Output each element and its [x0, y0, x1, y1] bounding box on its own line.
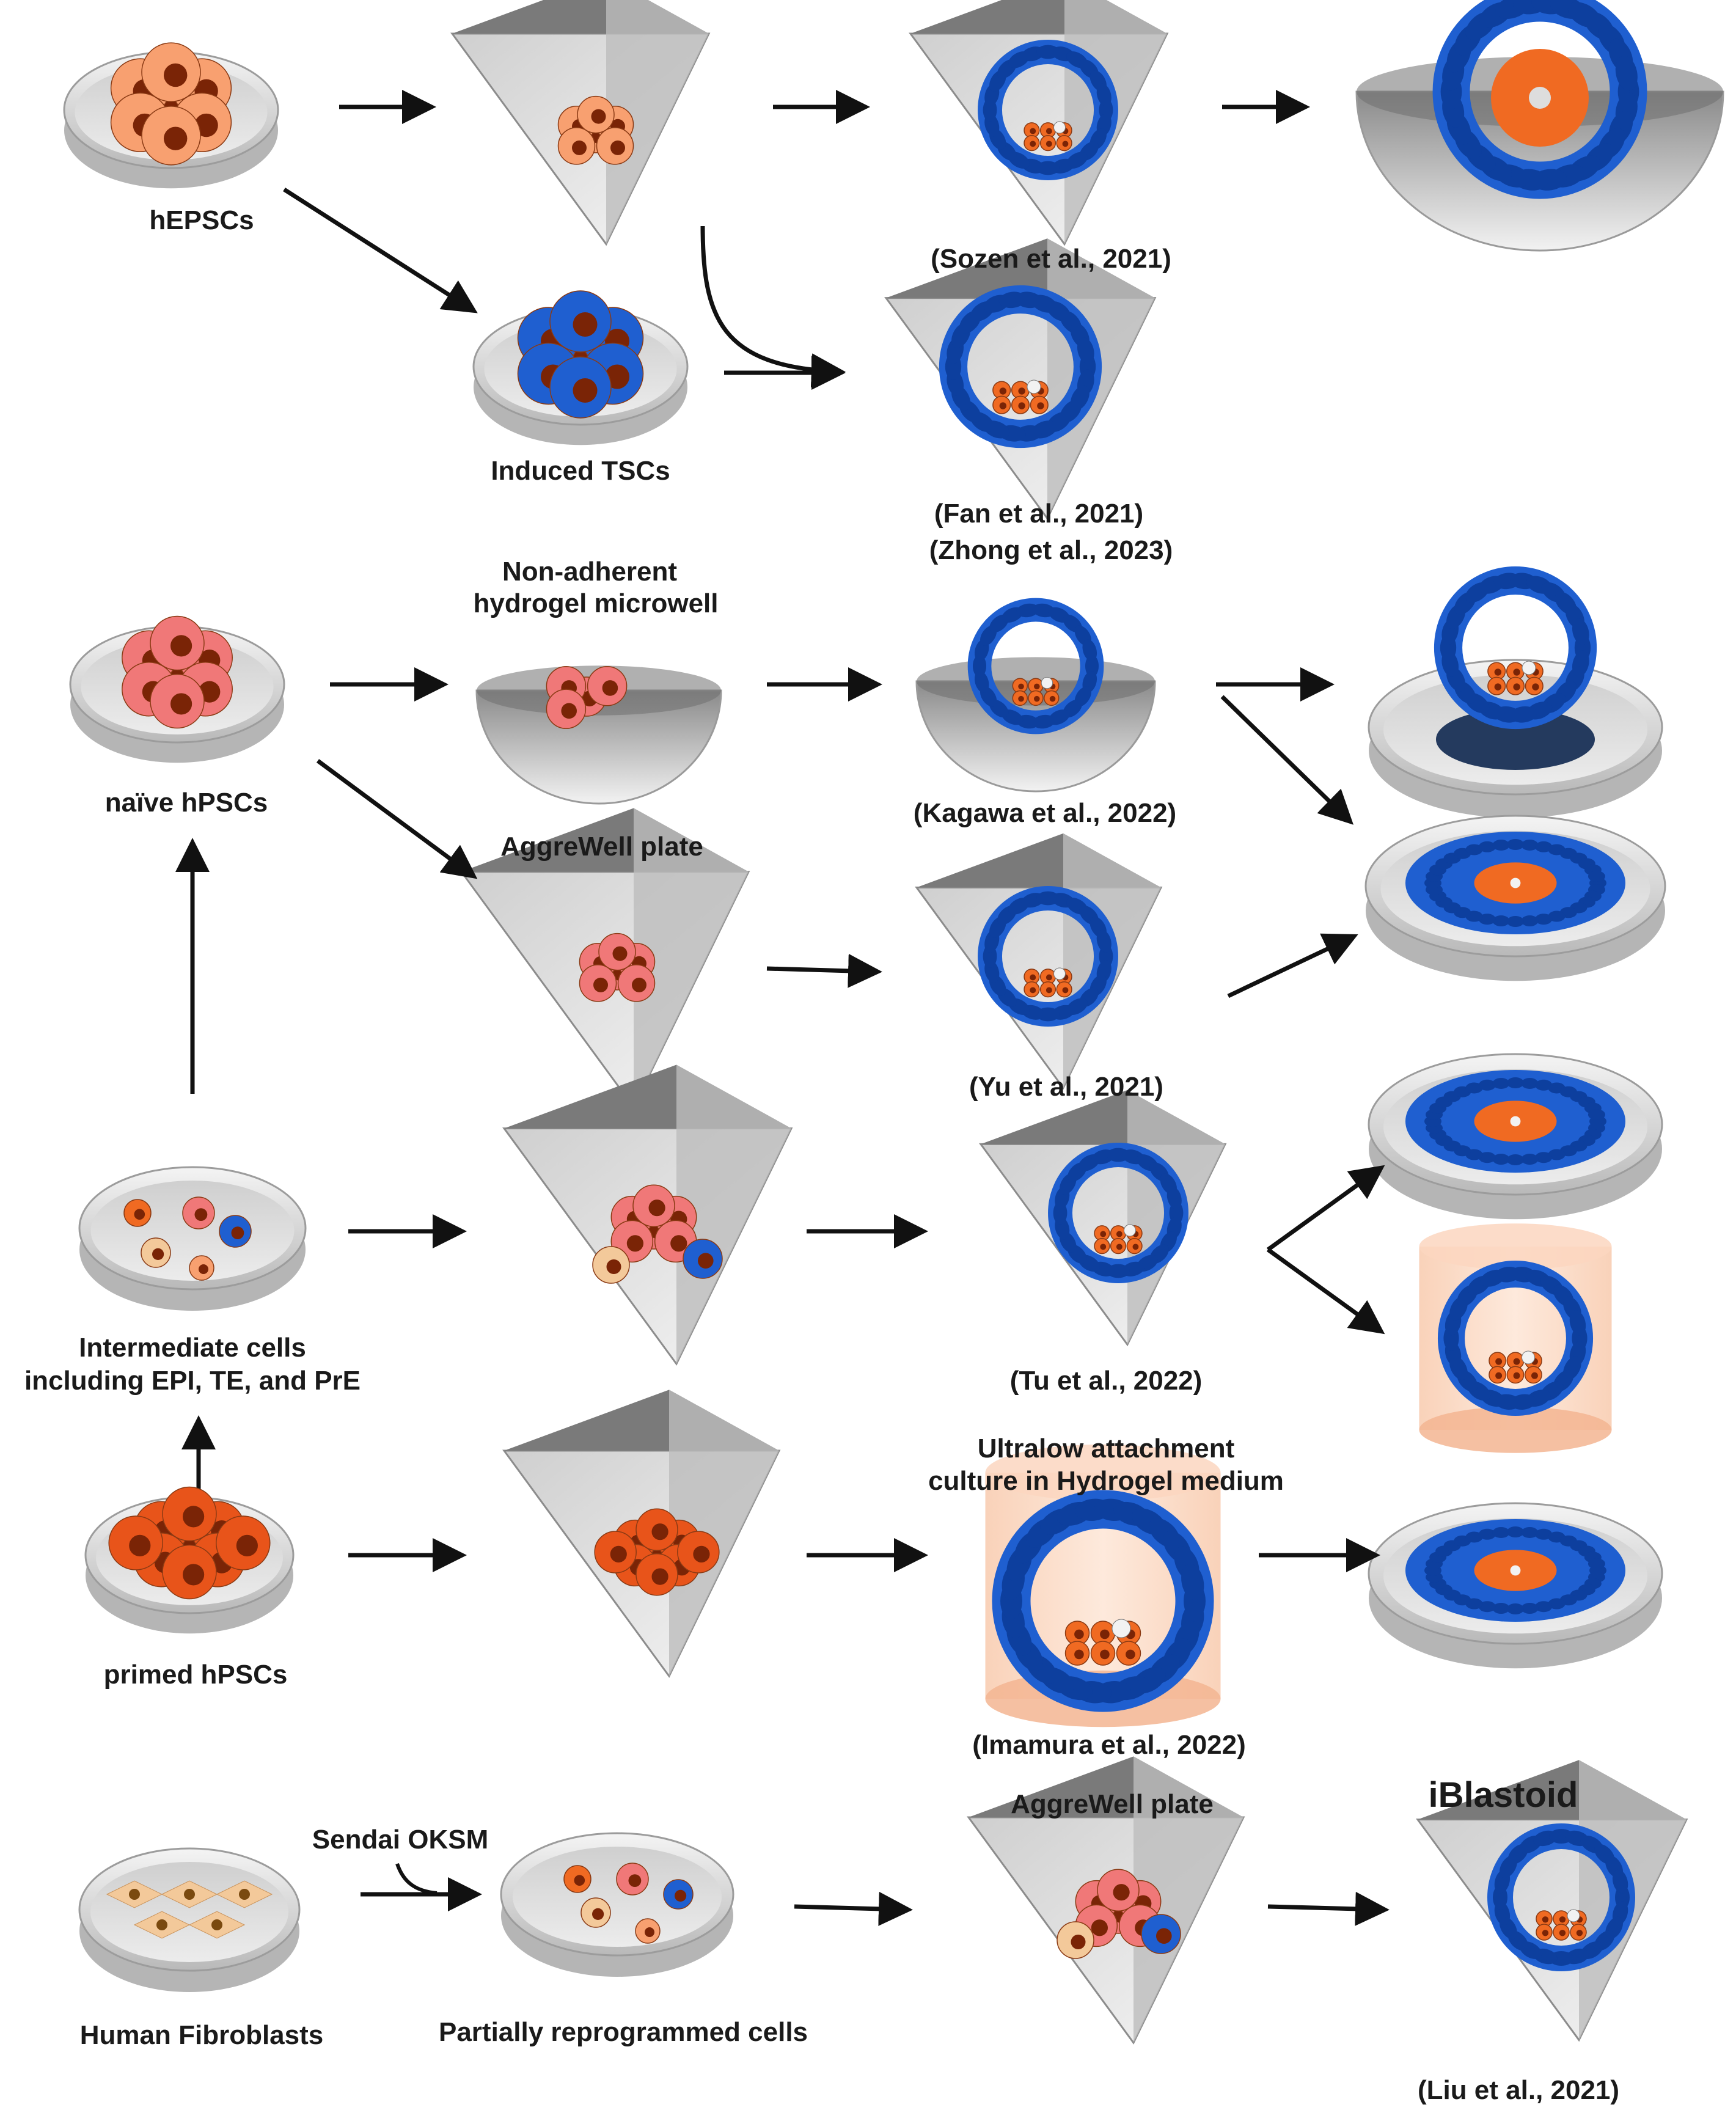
label-ultralow-line2: culture in Hydrogel medium: [928, 1466, 1284, 1496]
pyramid-microwell-icon: [1416, 1760, 1688, 2042]
label-induced-tscs: Induced TSCs: [491, 456, 670, 486]
citation-tu: (Tu et al., 2022): [1009, 1366, 1203, 1396]
label-ultralow-line1: Ultralow attachment: [977, 1434, 1235, 1463]
culture-dish-icon: [500, 1832, 734, 1977]
citation-fan: (Fan et al., 2021): [934, 499, 1144, 529]
blastoid-icon: [1432, 0, 1647, 199]
pyramid-microwell-icon: [884, 238, 1157, 521]
culture-dish-icon: [1364, 815, 1666, 981]
culture-dish-icon: [84, 1486, 295, 1634]
hydrogel-cylinder-icon: [1419, 1223, 1612, 1453]
pyramid-microwell-icon: [460, 808, 750, 1109]
citation-zhong: (Zhong et al., 2023): [929, 535, 1173, 565]
label-sendai-oksm: Sendai OKSM: [312, 1825, 489, 1855]
culture-dish-icon: [78, 1847, 301, 1992]
label-aggrewell-2: AggreWell plate: [1011, 1789, 1214, 1819]
arrow-icon: [316, 759, 478, 879]
label-hepscs: hEPSCs: [149, 205, 254, 235]
citation-imamura: (Imamura et al., 2022): [972, 1730, 1246, 1760]
culture-dish-icon: [69, 615, 285, 763]
label-intermediate-line1: Intermediate cells: [79, 1333, 306, 1363]
arrow-icon: [1266, 1248, 1385, 1335]
arrow-icon: [283, 188, 478, 313]
round-microwell-icon: [915, 598, 1156, 793]
culture-dish-icon: [1368, 1502, 1663, 1669]
label-intermediate-line2: including EPI, TE, and PrE: [24, 1366, 361, 1396]
citation-kagawa: (Kagawa et al., 2022): [913, 798, 1177, 828]
culture-dish-icon: [78, 1166, 307, 1311]
culture-dish-icon: [63, 42, 279, 189]
pyramid-microwell-icon: [502, 1390, 781, 1678]
arrow-icon: [766, 953, 882, 988]
arrow-icon: [395, 1863, 438, 1895]
citation-sozen: (Sozen et al., 2021): [931, 244, 1171, 274]
label-nonadherent-line2: hydrogel microwell: [473, 588, 719, 618]
culture-dish-icon: [1368, 1053, 1663, 1220]
pyramid-microwell-icon: [967, 1756, 1245, 2045]
pyramid-microwell-icon: [909, 0, 1169, 246]
pyramid-microwell-icon: [450, 0, 711, 246]
label-aggrewell-1: AggreWell plate: [500, 832, 703, 862]
pyramid-microwell-icon: [502, 1064, 793, 1366]
culture-dish-icon: [472, 290, 689, 445]
arrow-icon: [1267, 1891, 1390, 1926]
label-primed-hpscs: primed hPSCs: [103, 1660, 288, 1690]
label-partially-reprogrammed: Partially reprogrammed cells: [438, 2017, 808, 2047]
round-microwell-icon: [475, 665, 722, 805]
label-human-fibroblasts: Human Fibroblasts: [79, 2020, 324, 2050]
arrow-icon: [794, 1891, 913, 1926]
arrow-icon: [1227, 933, 1358, 998]
arrow-icon: [700, 225, 846, 388]
arrow-icon: [1266, 1165, 1385, 1251]
arrow-icon: [1220, 695, 1354, 825]
pyramid-microwell-icon: [915, 833, 1163, 1090]
citation-yu: (Yu et al., 2021): [969, 1072, 1163, 1102]
pyramid-microwell-icon: [979, 1090, 1227, 1347]
label-iblastoid: iBlastoid: [1428, 1775, 1578, 1815]
label-naive-hpscs: naïve hPSCs: [104, 788, 268, 818]
culture-dish-icon: [1368, 566, 1663, 818]
label-nonadherent-line1: Non-adherent: [502, 557, 677, 587]
hydrogel-cylinder-icon: [985, 1444, 1221, 1727]
citation-liu: (Liu et al., 2021): [1417, 2075, 1620, 2105]
